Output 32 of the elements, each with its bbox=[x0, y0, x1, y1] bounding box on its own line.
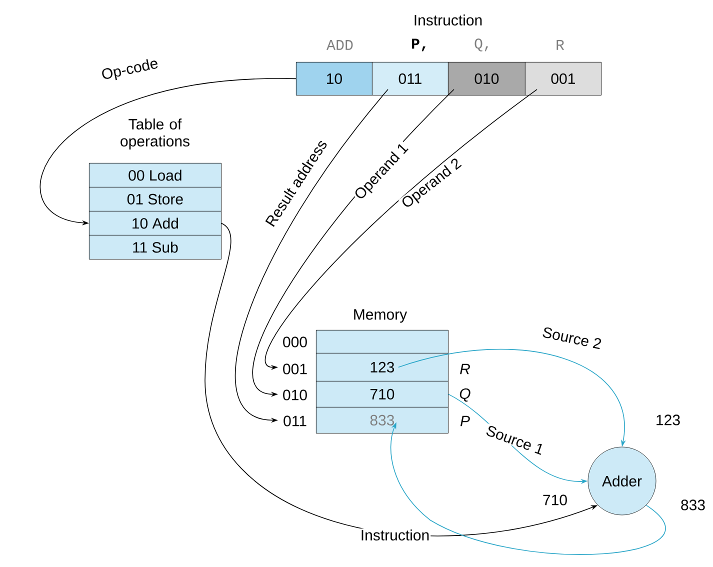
register-name: R bbox=[460, 364, 470, 374]
register-cell: 10 bbox=[296, 62, 372, 96]
heading: Table of operations bbox=[120, 118, 190, 150]
field-label: R bbox=[556, 40, 564, 50]
register-cell: 010 bbox=[448, 62, 526, 96]
register-name: Q bbox=[460, 388, 470, 402]
address-label: 011 bbox=[284, 416, 306, 426]
value-label: 833 bbox=[681, 500, 705, 510]
field-label: ADD bbox=[326, 40, 353, 50]
memory-cell: 123 bbox=[316, 353, 448, 382]
table-row: 11 Sub bbox=[89, 235, 222, 260]
memory-cell: 710 bbox=[316, 381, 448, 408]
edge-label: Source 1 bbox=[484, 423, 546, 457]
edge-label: Source 2 bbox=[540, 325, 604, 351]
register-cell: 011 bbox=[372, 62, 448, 96]
address-label: 001 bbox=[283, 364, 307, 374]
field-label: Q, bbox=[474, 38, 488, 52]
edge-label: Op-code bbox=[99, 56, 161, 84]
heading: Instruction bbox=[414, 14, 482, 26]
register-cell: 001 bbox=[525, 62, 602, 96]
register-name: P bbox=[460, 416, 470, 426]
edge-label: Instruction bbox=[359, 528, 431, 542]
value-label: 123 bbox=[656, 414, 680, 426]
table-row: 01 Store bbox=[89, 187, 222, 212]
table-row: 00 Load bbox=[89, 163, 222, 188]
address-label: 000 bbox=[283, 336, 307, 348]
address-label: 010 bbox=[283, 390, 307, 400]
table-row: 10 Add bbox=[89, 211, 222, 236]
memory-cell: 833 bbox=[316, 407, 448, 434]
heading: Memory bbox=[354, 309, 408, 323]
value-label: 710 bbox=[543, 494, 567, 506]
field-label: P, bbox=[412, 38, 426, 52]
